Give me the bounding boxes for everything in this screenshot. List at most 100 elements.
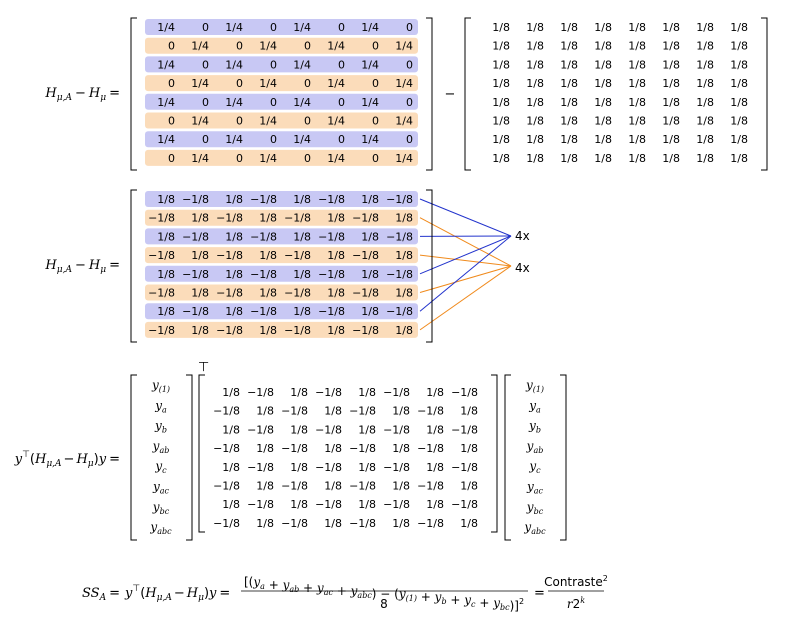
orange-group-line [419,254,512,267]
matrix-cell: −1/8 [216,287,243,300]
matrix-cell: −1/8 [383,498,410,511]
matrix-cell: 1/8 [157,305,175,318]
matrix-cell: −1/8 [318,193,345,206]
matrix-cell: 1/4 [327,40,345,53]
matrix-cell: 1/8 [426,423,444,436]
matrix3-right-bracket [491,374,498,533]
matrix-cell: 1/4 [191,115,209,128]
eighths-matrix: 1/8 1/8 1/8 1/8 1/8 1/8 1/8 1/8 1/8 1/8 1/8 1/8 1/8 1… [492,21,748,165]
matrix-cell: 0 [406,58,413,71]
matrix-cell: 0 [270,133,277,146]
matrix-cell: 1/8 [157,268,175,281]
matrix-cell: −1/8 [349,405,376,418]
block1-left-bracket [130,17,137,171]
matrix-cell: 0 [372,152,379,165]
matrix-cell: 1/8 [191,324,209,337]
orange-group-line [419,265,512,293]
matrix-cell: 1/8 [460,517,478,530]
matrix-cell: 1/8 [560,133,578,146]
matrix-cell: 1/8 [225,305,243,318]
matrix-cell: 1/8 [730,40,748,53]
matrix-cell: 1/8 [191,212,209,225]
matrix-cell: 1/8 [628,115,646,128]
transpose-symbol: ⊤ [198,360,209,375]
row-highlight [145,209,418,226]
matrix-cell: 1/8 [628,40,646,53]
matrix-cell: −1/8 [247,423,274,436]
block1-right-bracket [761,17,768,171]
matrix-cell: 1/8 [225,268,243,281]
matrix-cell: 1/8 [157,193,175,206]
matrix-cell: −1/8 [284,287,311,300]
matrix-cell: 1/8 [256,442,274,455]
matrix-cell: −1/8 [213,480,240,493]
row-highlight [145,56,418,73]
contrast-matrix-block3: 1/8 −1/8 1/8 −1/8 1/8 −1/8 1/8 −1/8 −1/8 1/8 −1/8 1… [213,386,478,530]
matrix-cell: 0 [236,40,243,53]
matrix-cell: 1/8 [395,324,413,337]
matrix-cell: 1/8 [222,461,240,474]
row-highlight [145,112,418,129]
contrast-matrix: 1/8 −1/8 1/8 −1/8 1/8 −1/8 1/8 −1/8 −1/8 1/8 −1/8 1… [145,191,418,338]
matrix-cell: 0 [304,40,311,53]
matrix-cell: 1/8 [594,58,612,71]
matrix-cell: 1/8 [696,21,714,34]
matrix-cell: −1/8 [349,517,376,530]
y-entry: ybc [526,500,544,516]
row-highlight [145,131,418,148]
matrix-cell: 0 [202,96,209,109]
row-highlight [145,321,418,338]
matrix-cell: 1/8 [395,212,413,225]
matrix-cell: 1/8 [492,96,510,109]
matrix-cell: 1/4 [293,96,311,109]
matrix-cell: −1/8 [349,480,376,493]
matrix-cell: 1/4 [361,21,379,34]
matrix-cell: 1/8 [290,498,308,511]
block3-lhs: y⊤(Hμ,A−Hμ)y= [14,450,120,469]
matrix-cell: 1/4 [225,58,243,71]
y-entry: yac [526,480,544,496]
matrix-cell: 1/8 [492,21,510,34]
matrix-cell: −1/8 [250,268,277,281]
row-highlight [145,228,418,245]
matrix-cell: 0 [338,96,345,109]
matrix-cell: −1/8 [315,386,342,399]
matrix-cell: 1/8 [662,115,680,128]
matrix-cell: 1/8 [492,58,510,71]
matrix-cell: 1/4 [293,58,311,71]
matrix-cell: 1/8 [526,21,544,34]
matrix-cell: −1/8 [352,324,379,337]
row-highlight [145,93,418,110]
matrix-cell: 1/4 [225,21,243,34]
matrix-cell: 1/8 [392,442,410,455]
matrix-cell: 1/8 [526,152,544,165]
matrix-cell: 0 [202,21,209,34]
matrix-cell: 1/8 [662,21,680,34]
y-entry: ya [154,398,167,414]
matrix-cell: −1/8 [383,461,410,474]
matrix-cell: −1/8 [281,442,308,455]
matrix-cell: 1/8 [560,115,578,128]
matrix-cell: 1/8 [594,133,612,146]
matrix-cell: 1/8 [259,324,277,337]
matrix-cell: 1/8 [327,324,345,337]
y-right-bracket [560,374,567,541]
matrix-cell: 1/8 [696,40,714,53]
matrix-cell: −1/8 [451,498,478,511]
matrix-cell: 1/8 [222,386,240,399]
ss-lhs: SSA= [82,586,120,603]
matrix-cell: 1/8 [662,40,680,53]
matrix-cell: 1/4 [191,152,209,165]
y-entry: yab [152,439,170,455]
matrix-cell: 1/8 [293,193,311,206]
matrix-cell: 1/8 [460,442,478,455]
matrix-cell: 0 [406,133,413,146]
matrix-cell: 1/8 [628,96,646,109]
matrix-cell: 1/4 [259,40,277,53]
matrix-cell: −1/8 [148,249,175,262]
matrix-cell: 1/8 [730,133,748,146]
matrix-cell: 0 [168,77,175,90]
matrix-cell: 1/8 [290,386,308,399]
